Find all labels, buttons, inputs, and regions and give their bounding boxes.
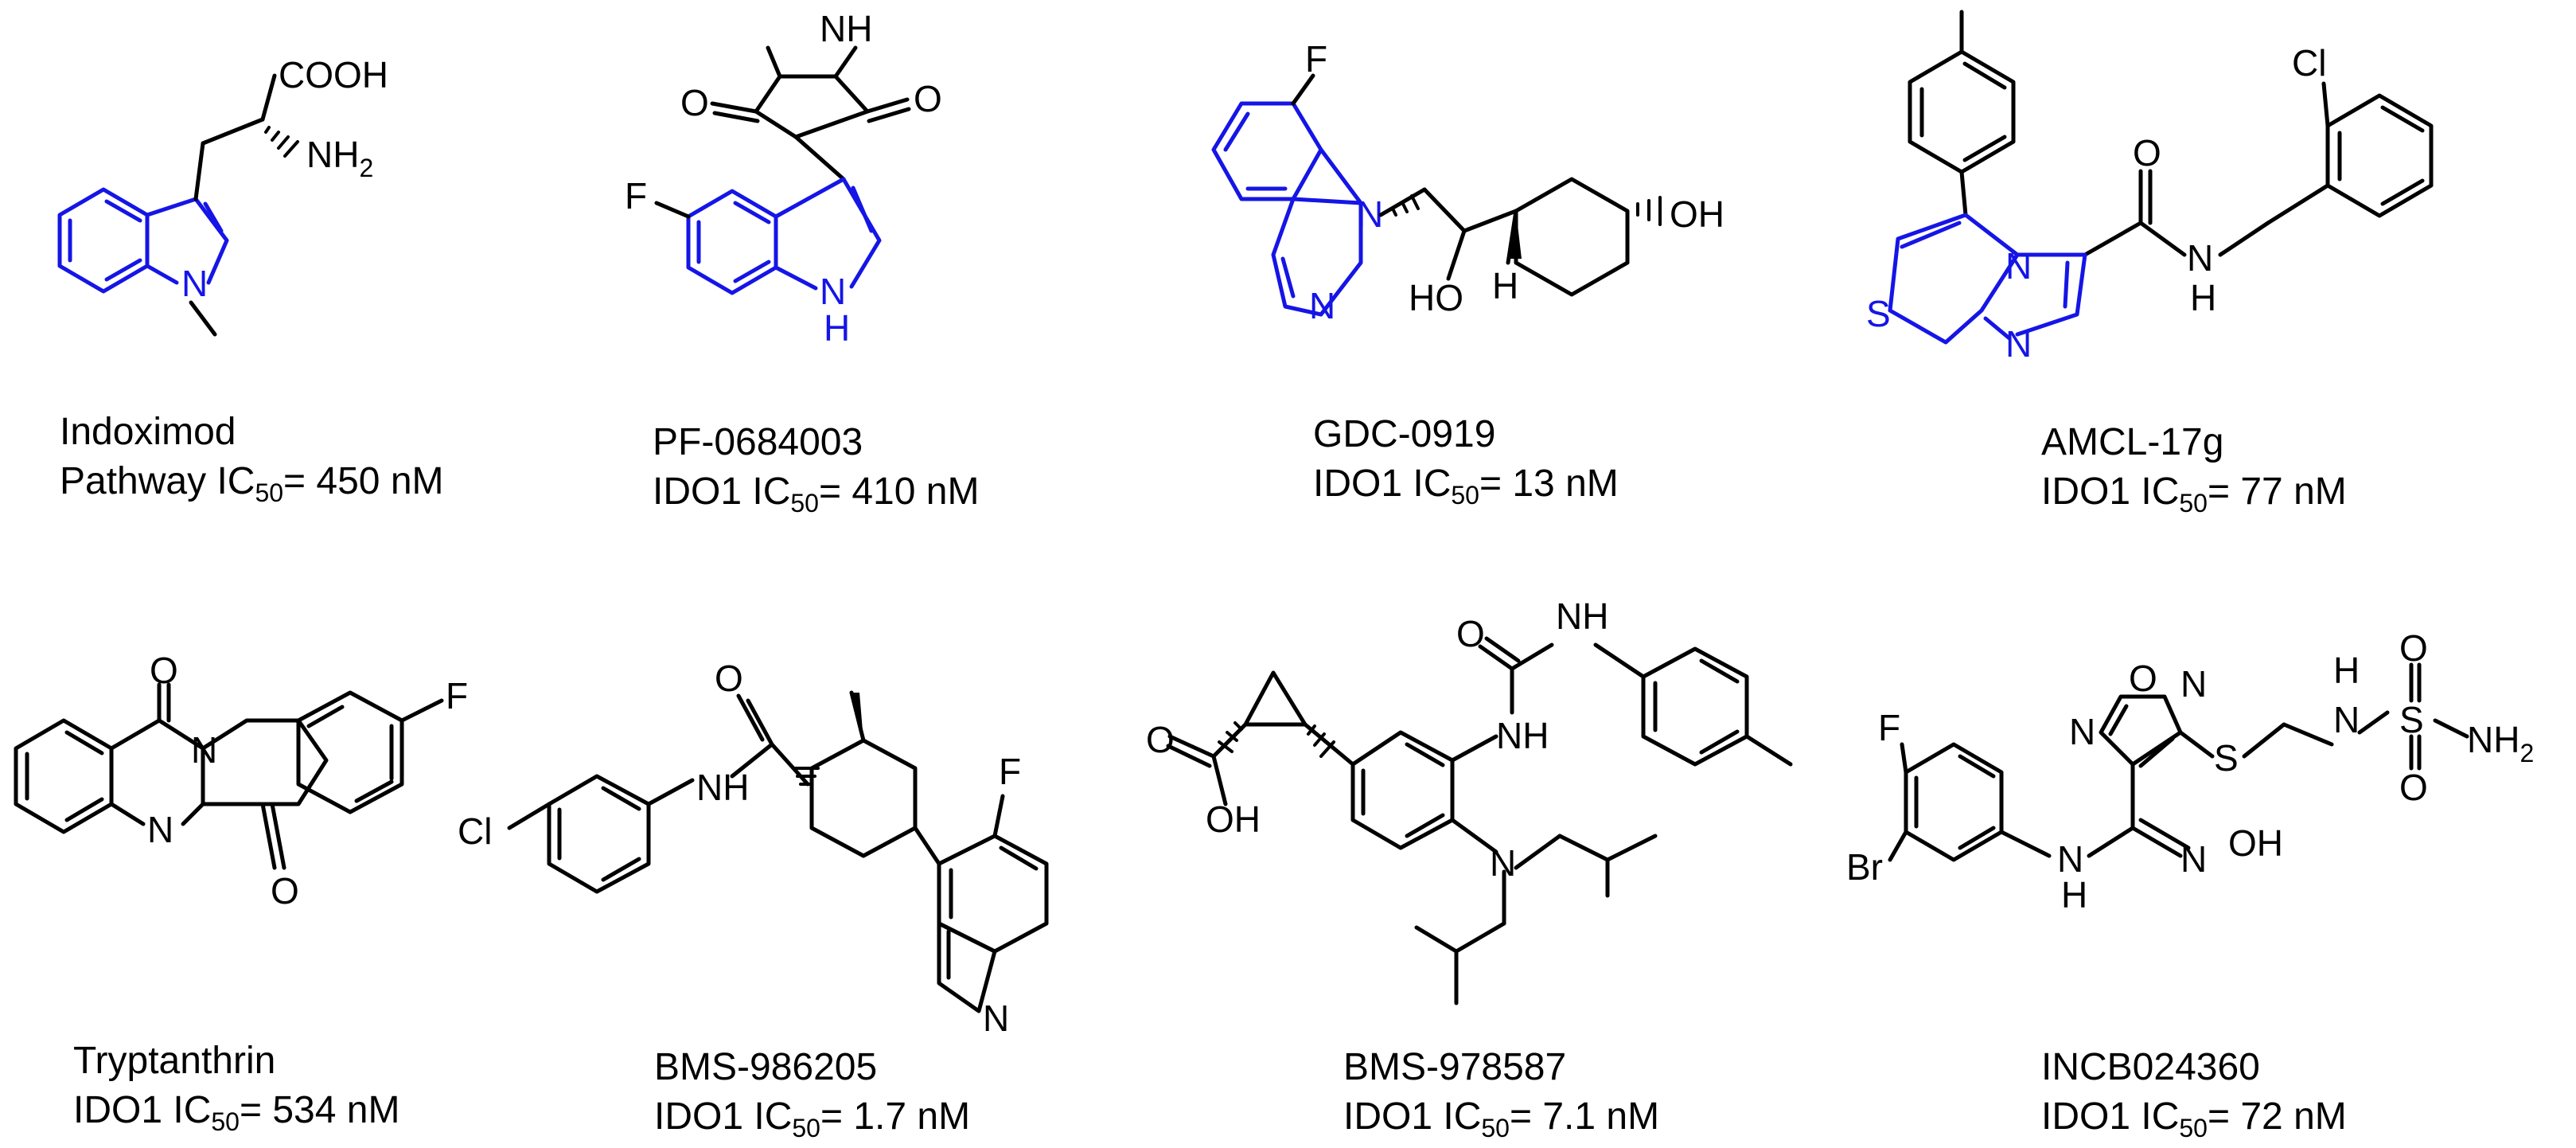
amine-nitrogen-label: N xyxy=(1490,842,1516,884)
imidazole-nitrogen-label: N xyxy=(2005,323,2032,365)
caption-bms-978587: BMS-978587 IDO1 IC50= 7.1 nM xyxy=(1343,1043,1659,1142)
compound-name: BMS-986205 xyxy=(654,1046,878,1088)
carbonyl-oxygen-right: O xyxy=(914,78,942,119)
carbonyl-oxygen-left: O xyxy=(680,82,709,123)
indole-scaffold xyxy=(57,187,229,294)
compound-name: Tryptanthrin xyxy=(73,1040,276,1082)
sulfonyl-oxygen-bottom: O xyxy=(2399,767,2428,808)
caption-tryptanthrin: Tryptanthrin IDO1 IC50= 534 nM xyxy=(73,1037,399,1135)
compound-name: PF-0684003 xyxy=(653,421,863,463)
hydroxyl-label-left: HO xyxy=(1409,277,1463,318)
quinoline-nitrogen-label: N xyxy=(983,998,1009,1039)
amide-hydrogen-label: H xyxy=(2190,277,2216,318)
bms-986205-structure xyxy=(507,690,1049,1013)
bromine-label: Br xyxy=(1846,846,1883,888)
compound-activity: IDO1 IC50= 7.1 nM xyxy=(1343,1095,1660,1142)
tryptanthrin-oxygen-bottom: O xyxy=(271,870,299,912)
compound-name: INCB024360 xyxy=(2041,1046,2260,1088)
compound-activity: IDO1 IC50= 1.7 nM xyxy=(654,1095,971,1142)
bridgehead-nitrogen-label: N xyxy=(2005,245,2032,287)
oxime-nitrogen-label: N xyxy=(2180,838,2207,880)
hashed-stereo-bond xyxy=(264,126,299,158)
oxadiazole-oxygen-label: O xyxy=(2129,658,2157,699)
sulfonyl-sulfur-label: S xyxy=(2399,699,2424,740)
compound-name: AMCL-17g xyxy=(2041,421,2224,463)
carbonyl-oxygen-label: O xyxy=(2133,132,2161,174)
chlorine-label: Cl xyxy=(2292,42,2326,84)
caption-indoximod: Indoximod Pathway IC50= 450 nM xyxy=(60,408,444,506)
compound-activity: IDO1 IC50= 13 nM xyxy=(1313,463,1619,510)
thiazole-sulfur-label: S xyxy=(1866,293,1891,334)
amidine-h-label: H xyxy=(2061,874,2087,916)
amide-nh-label: NH xyxy=(696,767,749,808)
carboxylic-acid-label: COOH xyxy=(279,54,388,96)
sulfamide-amine-label: NH2 xyxy=(2467,719,2534,767)
caption-bms-986205: BMS-986205 IDO1 IC50= 1.7 nM xyxy=(654,1043,970,1142)
tryptanthrin-oxygen-top: O xyxy=(150,650,178,691)
compound-activity: IDO1 IC50= 72 nM xyxy=(2041,1095,2347,1142)
sulfonamide-n-label: N xyxy=(2333,699,2360,740)
imidazothiazole-scaffold xyxy=(1888,213,2087,345)
compound-activity: IDO1 IC50= 77 nM xyxy=(2041,471,2347,517)
amidine-n-label: N xyxy=(2057,838,2083,880)
oxadiazole-nitrogen-right: N xyxy=(2180,663,2207,705)
thioether-sulfur-label: S xyxy=(2214,737,2239,779)
fluorine-label: F xyxy=(999,751,1021,792)
urea-oxygen-label: O xyxy=(1456,613,1485,654)
indoximod-structure: N COOH NH2 xyxy=(57,54,388,337)
compound-name: Indoximod xyxy=(60,411,236,453)
bridgehead-nitrogen-label: N xyxy=(1357,193,1383,235)
fluorine-label: F xyxy=(1305,38,1327,80)
acid-oxygen-label: O xyxy=(1146,719,1175,760)
hashed-stereo-bond xyxy=(1636,196,1662,226)
tryptanthrin-fluorine: F xyxy=(446,675,468,717)
amine-label: NH2 xyxy=(306,134,373,182)
imidazole-nitrogen-label: N xyxy=(1309,285,1335,326)
wedge-bond xyxy=(1510,211,1522,259)
incb024360-structure xyxy=(1888,662,2469,862)
fluorine-label: F xyxy=(1878,707,1900,748)
hashed-stereo-bond xyxy=(1218,721,1335,758)
wedge-bond xyxy=(852,693,863,740)
caption-pf-0684003: PF-0684003 IDO1 IC50= 410 nM xyxy=(653,418,979,517)
indole-nitrogen-label: N xyxy=(181,263,208,304)
imide-nh-label: NH xyxy=(820,8,872,49)
chlorine-label: Cl xyxy=(458,810,492,852)
acid-hydroxyl-label: OH xyxy=(1206,799,1261,840)
compound-activity: Pathway IC50= 450 nM xyxy=(60,460,444,507)
caption-incb024360: INCB024360 IDO1 IC50= 72 nM xyxy=(2041,1043,2347,1142)
compound-activity: IDO1 IC50= 410 nM xyxy=(653,471,980,517)
tryptanthrin-structure xyxy=(14,682,444,870)
urea-nh-top-label: NH xyxy=(1556,595,1608,637)
compound-name: BMS-978587 xyxy=(1343,1046,1567,1088)
hydrogen-label: H xyxy=(1492,265,1518,307)
oxadiazole-nitrogen-left: N xyxy=(2069,711,2095,752)
amide-nitrogen-label: N xyxy=(2187,237,2213,279)
sulfonamide-h-label: H xyxy=(2333,650,2360,691)
oxime-hydroxyl-label: OH xyxy=(2228,822,2283,864)
indole-nitrogen-label: N xyxy=(820,271,846,312)
imidazoisoindole-scaffold xyxy=(1211,101,1363,317)
fluorine-label: F xyxy=(625,175,647,217)
indole-hydrogen-label: H xyxy=(824,307,850,349)
urea-nh-label: NH xyxy=(1496,715,1549,756)
amcl-17g-structure: Cl O N H S N N xyxy=(1866,10,2434,365)
compound-name: GDC-0919 xyxy=(1313,413,1496,455)
tryptanthrin-nitrogen-ring: N xyxy=(147,809,173,850)
compound-activity: IDO1 IC50= 534 nM xyxy=(73,1089,400,1136)
caption-amcl-17g: AMCL-17g IDO1 IC50= 77 nM xyxy=(2041,418,2347,517)
pf-0684003-structure: NH O O F N H xyxy=(625,8,942,349)
caption-gdc-0919: GDC-0919 IDO1 IC50= 13 nM xyxy=(1313,410,1619,509)
indole-scaffold xyxy=(686,177,882,295)
gdc-0919-structure: F N N HO H OH xyxy=(1211,38,1724,326)
bms-978587-structure xyxy=(1166,636,1793,1005)
hashed-stereo-bond xyxy=(793,767,820,786)
carbonyl-oxygen-label: O xyxy=(715,658,743,699)
hydroxyl-label-right: OH xyxy=(1670,193,1724,235)
sulfonyl-oxygen-top: O xyxy=(2399,627,2428,669)
tryptanthrin-nitrogen-bridge: N xyxy=(191,729,217,771)
